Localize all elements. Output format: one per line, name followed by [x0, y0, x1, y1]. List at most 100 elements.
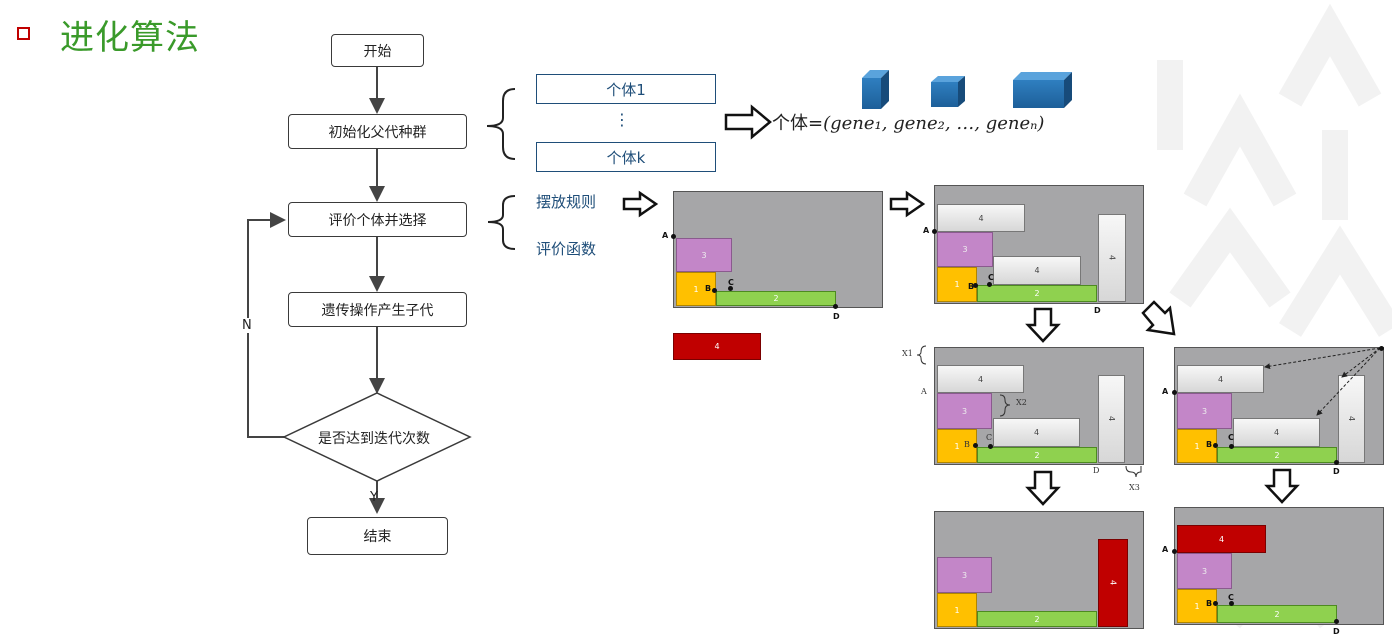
placement-rule-label: 摆放规则: [536, 193, 597, 211]
condition-label: 是否达到迭代次数: [318, 431, 430, 447]
layout-panel-1: 3 1 2: [673, 191, 883, 308]
init-population-node: 初始化父代种群: [288, 114, 467, 149]
gene-cube-icon: [1013, 72, 1072, 108]
rect-1: 1: [937, 429, 977, 463]
point-c: [728, 286, 733, 291]
label-b: B: [705, 284, 712, 293]
label-c: C: [988, 273, 994, 282]
individual-formula: 个体=(gene₁, gene₂, …, geneₙ): [772, 109, 1044, 135]
rect-1: 1: [1177, 589, 1217, 623]
rect-3: 3: [937, 232, 993, 267]
yes-label: Y: [370, 490, 378, 505]
point-b: [1213, 443, 1218, 448]
square-bullet-icon: [17, 27, 30, 40]
rect-1: 1: [937, 593, 977, 627]
rect-2: 2: [977, 611, 1097, 627]
rect-4-c: 4: [1338, 375, 1365, 463]
corner-point: [1379, 346, 1384, 351]
individual-1-box: 个体1: [536, 74, 716, 104]
gene-cube-icon: [862, 70, 889, 109]
rect-3: 3: [937, 393, 992, 429]
point-a: [671, 234, 676, 239]
rect-2: 2: [1217, 447, 1337, 463]
evaluation-function-label: 评价函数: [536, 240, 597, 258]
ellipsis: ⋮: [614, 110, 630, 129]
label-c: C: [1228, 593, 1234, 602]
rect-2: 2: [1217, 605, 1337, 623]
layout-panel-4: 4 3 1 2 4 4: [1174, 347, 1384, 465]
label-d: D: [1094, 306, 1101, 315]
page-title: 进化算法: [60, 18, 200, 58]
gap-x2-label: X2: [1016, 398, 1027, 407]
label-a: A: [921, 387, 927, 396]
formula-genes: (gene₁, gene₂, …, geneₙ): [823, 113, 1045, 134]
rect-4-unplaced: 4: [673, 333, 761, 360]
rect-3: 3: [937, 557, 992, 593]
gene-cube-icon: [931, 76, 965, 107]
rect-4-c: 4: [1098, 214, 1126, 302]
point-a: [932, 229, 937, 234]
point-c: [987, 282, 992, 287]
label-d: D: [1333, 467, 1340, 476]
point-c: [988, 444, 993, 449]
rect-4-b: 4: [993, 256, 1081, 285]
rect-4-b: 4: [993, 418, 1080, 447]
point-b: [973, 283, 978, 288]
point-b: [1213, 601, 1218, 606]
label-a: A: [662, 231, 669, 240]
rect-4-placed: 4: [1177, 525, 1266, 553]
rect-4-a: 4: [1177, 365, 1264, 393]
individual-k-box: 个体k: [536, 142, 716, 172]
label-d: D: [1333, 627, 1340, 636]
label-c: C: [1228, 433, 1234, 442]
label-a: A: [923, 226, 930, 235]
rect-3: 3: [1177, 553, 1232, 589]
layout-panel-2: 4 3 1 2 4 4: [934, 185, 1144, 304]
label-c: C: [986, 433, 993, 442]
point-b: [712, 288, 717, 293]
label-b: B: [968, 282, 975, 291]
genetic-operation-node: 遗传操作产生子代: [288, 292, 467, 327]
decision-diamond: [282, 392, 472, 482]
rect-2: 2: [716, 291, 836, 306]
rect-1: 1: [937, 267, 977, 302]
point-d: [833, 304, 838, 309]
label-a: A: [1162, 545, 1169, 554]
point-c: [1229, 601, 1234, 606]
end-node: 结束: [307, 517, 448, 555]
label-b: B: [1206, 440, 1213, 449]
no-label: N: [242, 318, 252, 333]
formula-prefix: 个体=: [772, 113, 824, 134]
start-node: 开始: [331, 34, 424, 67]
point-d: [1334, 460, 1339, 465]
label-d: D: [1093, 466, 1100, 475]
rect-3: 3: [676, 238, 732, 272]
label-a: A: [1162, 387, 1169, 396]
label-d: D: [833, 312, 840, 321]
gap-x1-label: X1: [902, 349, 913, 358]
layout-panel-5: 3 1 2 4: [934, 511, 1144, 629]
layout-panel-6: 4 3 1 2: [1174, 507, 1384, 625]
rect-3: 3: [1177, 393, 1232, 429]
rect-4-c: 4: [1098, 375, 1125, 463]
label-c: C: [728, 278, 734, 287]
rect-4-a: 4: [937, 204, 1025, 232]
point-a: [1172, 549, 1177, 554]
gap-x3-label: X3: [1129, 483, 1140, 492]
rect-4-b: 4: [1233, 418, 1320, 447]
point-b: [973, 443, 978, 448]
rect-2: 2: [977, 285, 1097, 302]
label-b: B: [964, 440, 970, 449]
point-a: [1172, 390, 1177, 395]
label-b: B: [1206, 599, 1213, 608]
rect-4-placed: 4: [1098, 539, 1128, 627]
rect-2: 2: [977, 447, 1097, 463]
evaluate-select-node: 评价个体并选择: [288, 202, 467, 237]
point-d: [1334, 619, 1339, 624]
point-c: [1229, 444, 1234, 449]
rect-4-a: 4: [937, 365, 1024, 393]
layout-panel-3: 4 3 1 2 4 4: [934, 347, 1144, 465]
